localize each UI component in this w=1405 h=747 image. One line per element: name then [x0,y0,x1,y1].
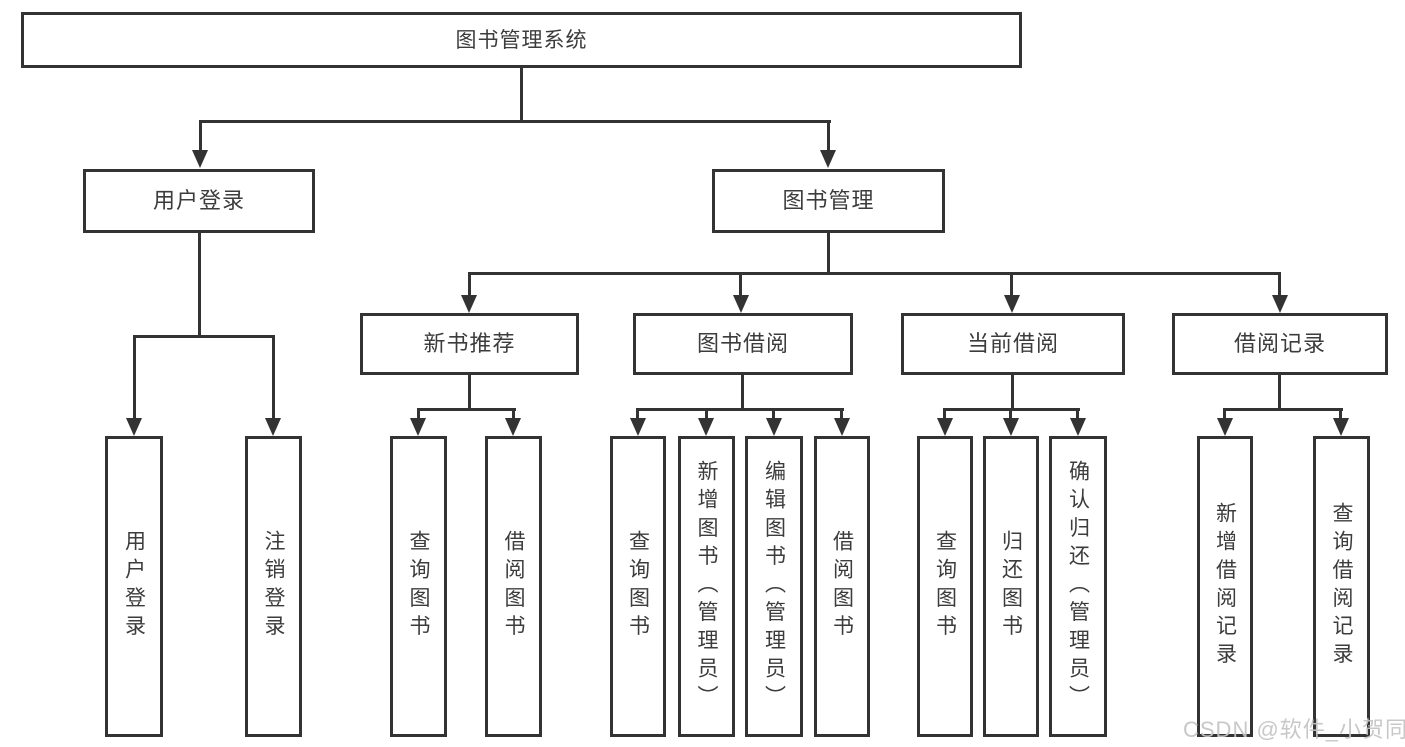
arrowhead-to-borrowing-records [1272,295,1288,313]
connector-drop-query-book-current [943,408,946,420]
connector-current-stem [1011,375,1014,408]
arrowhead-to-user-login [192,150,208,168]
connector-recommend-bus [417,408,516,411]
arrowhead-to-query-book-borrow [630,418,646,436]
node-label: 借阅记录 [1233,331,1326,356]
connector-user-login-stem [198,233,201,335]
leaf-return-book: 归还图书 [983,436,1039,737]
connector-drop-query-book-borrow [636,408,639,420]
node-label: 注销登录 [262,530,285,643]
arrowhead-to-add-book [698,418,714,436]
connector-drop-query-book-rec [417,408,420,420]
connector-drop-borrow-book-rec [512,408,515,420]
arrowhead-to-book-borrowing [733,295,749,313]
arrowhead-to-query-borrow-record [1333,418,1349,436]
node-label: 图书管理 [782,188,875,213]
node-label: 图书管理系统 [455,28,588,52]
node-label: 借阅图书 [830,530,854,643]
node-label: 查询图书 [407,530,430,643]
connector-drop-current-borrowing [1010,272,1013,297]
arrowhead-to-edit-book [766,418,782,436]
node-label: 新增借阅记录 [1213,502,1237,671]
leaf-confirm-return-admin: 确认归还（管理员） [1049,436,1107,737]
node-label: 归还图书 [999,530,1023,643]
arrowhead-to-leaf-logout [265,418,281,436]
node-label: 编辑图书（管理员） [762,459,786,714]
connector-drop-add-borrow-record [1223,408,1226,420]
leaf-borrow-book-recommend: 借阅图书 [485,436,542,737]
connector-drop-add-book [705,408,708,420]
connector-drop-leaf-logout [272,335,275,419]
leaf-user-login: 用户登录 [105,436,163,737]
arrowhead-to-return-book [1003,418,1019,436]
connector-root-stem [520,68,523,120]
arrowhead-to-add-borrow-record [1217,418,1233,436]
csdn-watermark: CSDN @软件_小贺同学 [1183,717,1405,742]
connector-drop-new-book-recommend [468,272,471,297]
node-user-login: 用户登录 [83,169,315,233]
node-current-borrowing: 当前借阅 [901,313,1125,375]
connector-records-stem [1278,375,1281,408]
node-label: 当前借阅 [966,331,1059,356]
connector-borrowing-bus [636,408,844,411]
node-label: 图书借阅 [696,331,789,356]
node-label: 查询图书 [933,530,957,643]
connector-drop-query-borrow-record [1339,408,1342,420]
connector-records-bus [1223,408,1343,411]
connector-drop-user-login [199,120,202,152]
arrowhead-to-borrow-book-rec [505,418,521,436]
connector-drop-borrow-book-borrow [840,408,843,420]
node-label: 新增图书（管理员） [695,459,718,714]
connector-drop-book-management [827,120,830,152]
connector-recommend-stem [468,375,471,408]
node-label: 借阅图书 [502,530,525,643]
arrowhead-to-book-management [820,150,836,168]
node-book-borrowing: 图书借阅 [633,313,853,375]
node-label: 用户登录 [152,188,245,213]
leaf-query-book-recommend: 查询图书 [390,436,447,737]
arrowhead-to-confirm-return [1070,418,1086,436]
leaf-borrow-book-borrowing: 借阅图书 [814,436,870,737]
leaf-query-book-borrowing: 查询图书 [610,436,666,737]
leaf-add-borrow-record: 新增借阅记录 [1197,436,1253,737]
node-label: 查询借阅记录 [1330,502,1353,671]
connector-book-management-stem [827,233,830,272]
arrowhead-to-query-book-rec [410,418,426,436]
leaf-logout: 注销登录 [245,436,302,737]
arrowhead-to-query-book-current [937,418,953,436]
node-label: 用户登录 [122,530,146,643]
connector-root-bus [199,120,831,123]
node-book-management: 图书管理 [712,169,945,233]
node-borrowing-records: 借阅记录 [1172,313,1388,375]
connector-drop-book-borrowing [739,272,742,297]
leaf-add-book-admin: 新增图书（管理员） [678,436,735,737]
arrowhead-to-borrow-book-borrow [834,418,850,436]
connector-drop-edit-book [772,408,775,420]
arrowhead-to-current-borrowing [1004,295,1020,313]
arrowhead-to-new-book-recommend [461,295,477,313]
leaf-query-book-current: 查询图书 [917,436,973,737]
leaf-query-borrow-record: 查询借阅记录 [1313,436,1370,737]
leaf-edit-book-admin: 编辑图书（管理员） [745,436,803,737]
arrowhead-to-leaf-user-login [126,418,142,436]
connector-drop-borrowing-records [1278,272,1281,297]
connector-user-login-bus [133,335,275,338]
node-label: 确认归还（管理员） [1066,459,1090,714]
node-label: 查询图书 [626,530,650,643]
connector-drop-leaf-user-login [133,335,136,419]
connector-drop-confirm-return [1076,408,1079,420]
node-new-book-recommend: 新书推荐 [360,313,579,375]
node-root-system: 图书管理系统 [21,12,1022,68]
connector-drop-return-book [1009,408,1012,420]
connector-borrowing-stem [741,375,744,408]
connector-book-management-bus [468,272,1281,275]
node-label: 新书推荐 [423,331,516,356]
